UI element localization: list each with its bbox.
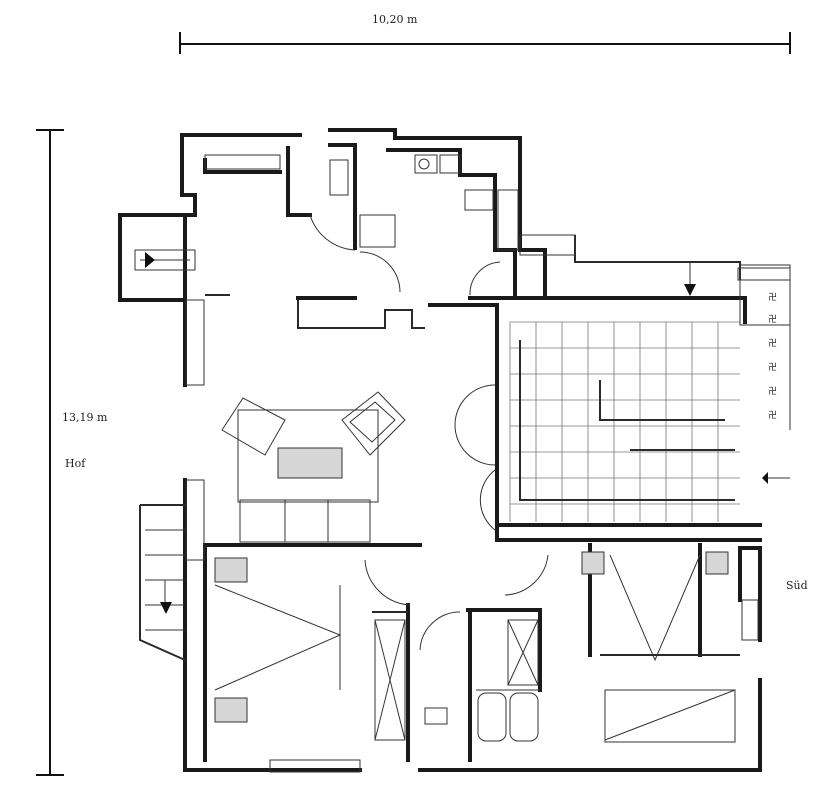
svg-text:卍: 卍 [768, 386, 777, 397]
svg-text:卍: 卍 [768, 314, 777, 325]
width-dimension-label: 10,20 m [372, 13, 418, 26]
svg-text:卍: 卍 [768, 362, 777, 373]
interior-walls [203, 143, 762, 762]
left-stair [145, 529, 185, 631]
living-seating [221, 391, 406, 543]
svg-text:卍: 卍 [768, 410, 777, 421]
outer-walls [118, 128, 762, 772]
corridor-cupboards [374, 619, 448, 741]
right-symbol-column: 卍 卍 卍 卍 卍 卍 [737, 264, 791, 430]
bathroom [476, 619, 540, 742]
door-swings [309, 214, 549, 651]
south-label: Süd [786, 579, 808, 592]
courtyard-label: Hof [65, 457, 86, 470]
svg-text:卍: 卍 [768, 292, 777, 303]
bedroom-right [581, 551, 736, 743]
windows [185, 154, 759, 773]
left-dimension-line [36, 129, 64, 776]
svg-text:卍: 卍 [768, 338, 777, 349]
bay-element-left [134, 249, 196, 271]
height-dimension-label: 13,19 m [62, 411, 108, 424]
stair-grid-room [509, 262, 790, 522]
bedroom-left [214, 557, 342, 723]
kitchen-units [329, 154, 494, 248]
top-dimension-line [179, 32, 791, 54]
